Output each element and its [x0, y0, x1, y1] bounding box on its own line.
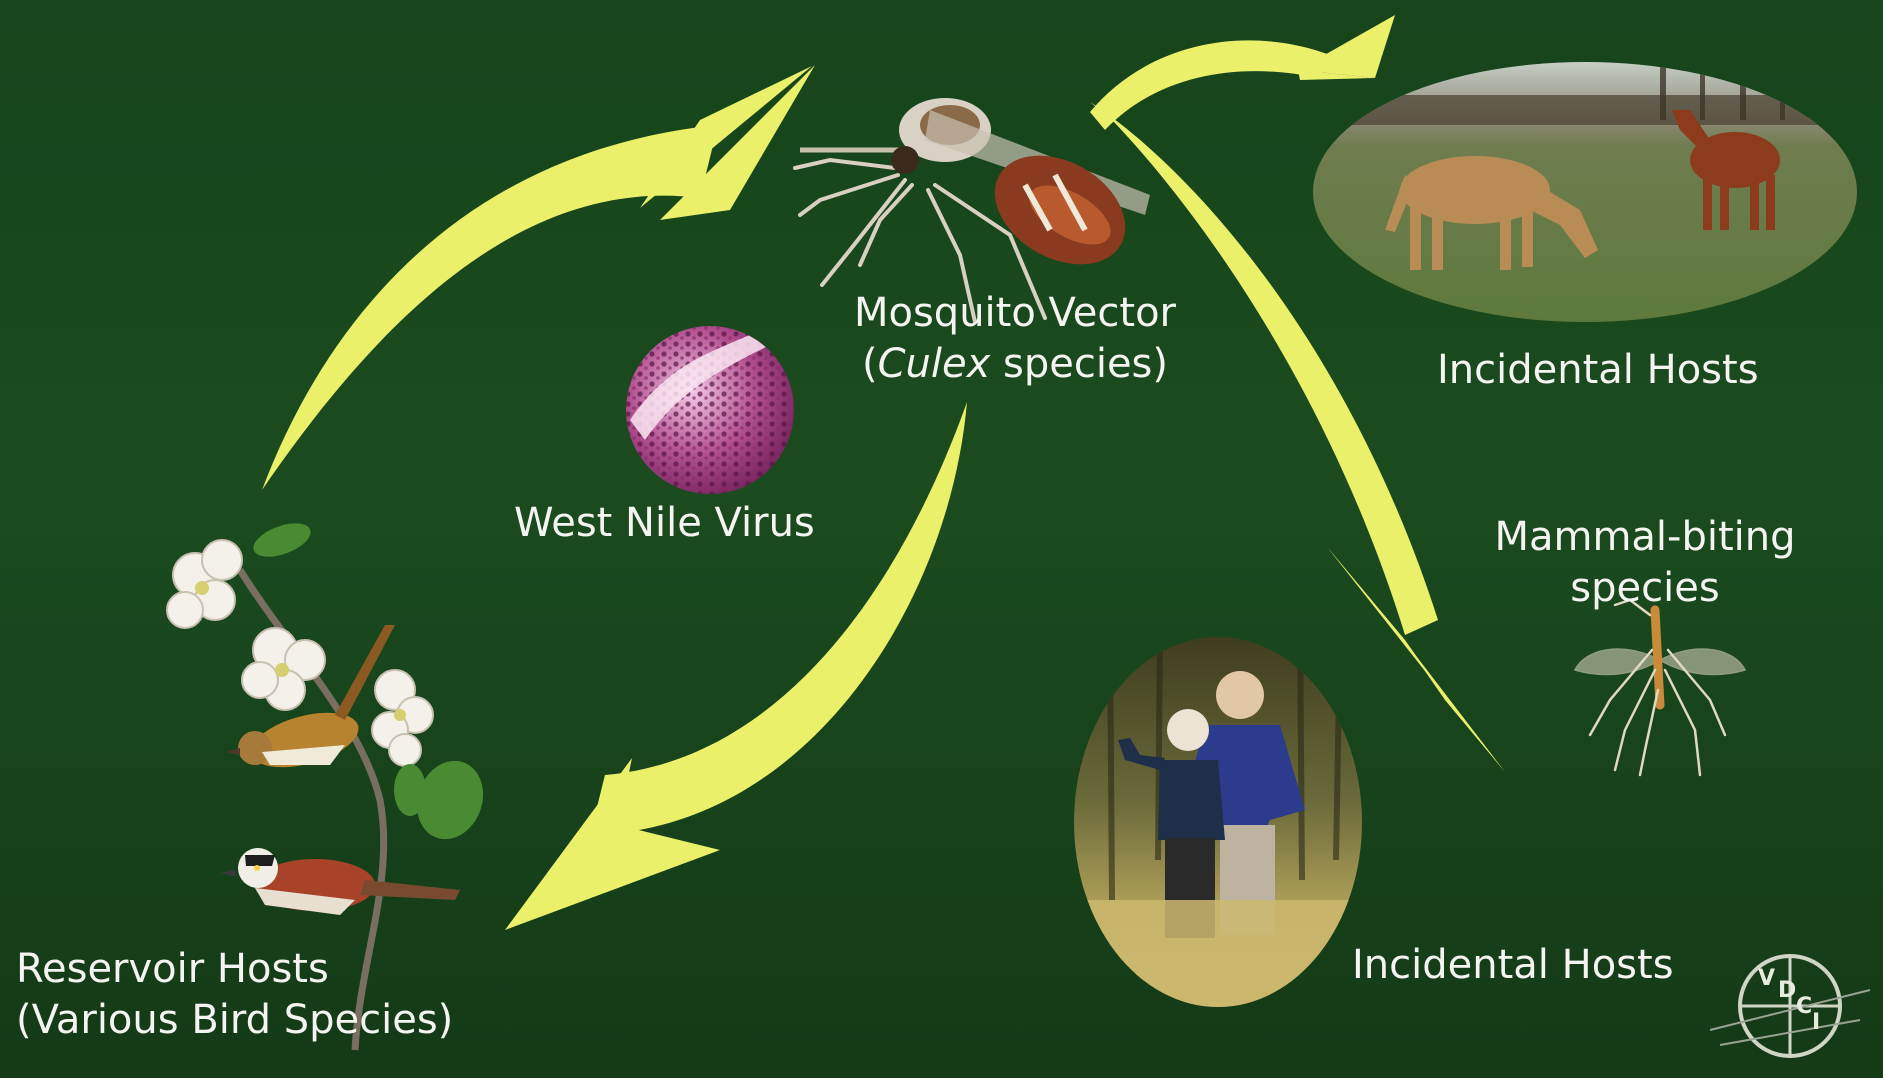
mosquito-vector-label: Mosquito Vector (Culex species) — [850, 288, 1180, 390]
people-photo — [1070, 630, 1370, 1010]
west-nile-virus-label: West Nile Virus — [514, 498, 815, 549]
mammal-biting-mosquito-illustration — [1575, 600, 1745, 775]
incidental-hosts-top-label: Incidental Hosts — [1437, 345, 1759, 396]
virus-micrograph — [620, 320, 800, 500]
incidental-hosts-bottom-label: Incidental Hosts — [1352, 940, 1674, 991]
mammal-biting-line1: Mammal-biting — [1490, 512, 1800, 563]
mammal-biting-line2: species — [1490, 563, 1800, 614]
logo-letter-d: D — [1778, 978, 1796, 1003]
horses-photo — [1310, 60, 1870, 330]
logo-letter-v: V — [1758, 966, 1775, 991]
reservoir-hosts-line1: Reservoir Hosts — [16, 944, 453, 995]
vdci-logo-letters: V D C I — [1748, 964, 1832, 1048]
mammal-biting-label: Mammal-biting species — [1490, 512, 1800, 614]
arrow-mosquito-to-horses — [1090, 15, 1395, 130]
mosquito-vector-line2: (Culex species) — [850, 339, 1180, 390]
species-text: species) — [990, 341, 1168, 387]
reservoir-hosts-line2: (Various Bird Species) — [16, 995, 453, 1046]
mosquito-vector-line1: Mosquito Vector — [850, 288, 1180, 339]
bird-lower — [220, 848, 460, 915]
logo-letter-i: I — [1812, 1010, 1820, 1035]
reservoir-hosts-label: Reservoir Hosts (Various Bird Species) — [16, 944, 453, 1046]
culex-genus: Culex — [878, 341, 991, 387]
logo-letter-c: C — [1796, 994, 1812, 1019]
paren-open: ( — [862, 341, 878, 387]
